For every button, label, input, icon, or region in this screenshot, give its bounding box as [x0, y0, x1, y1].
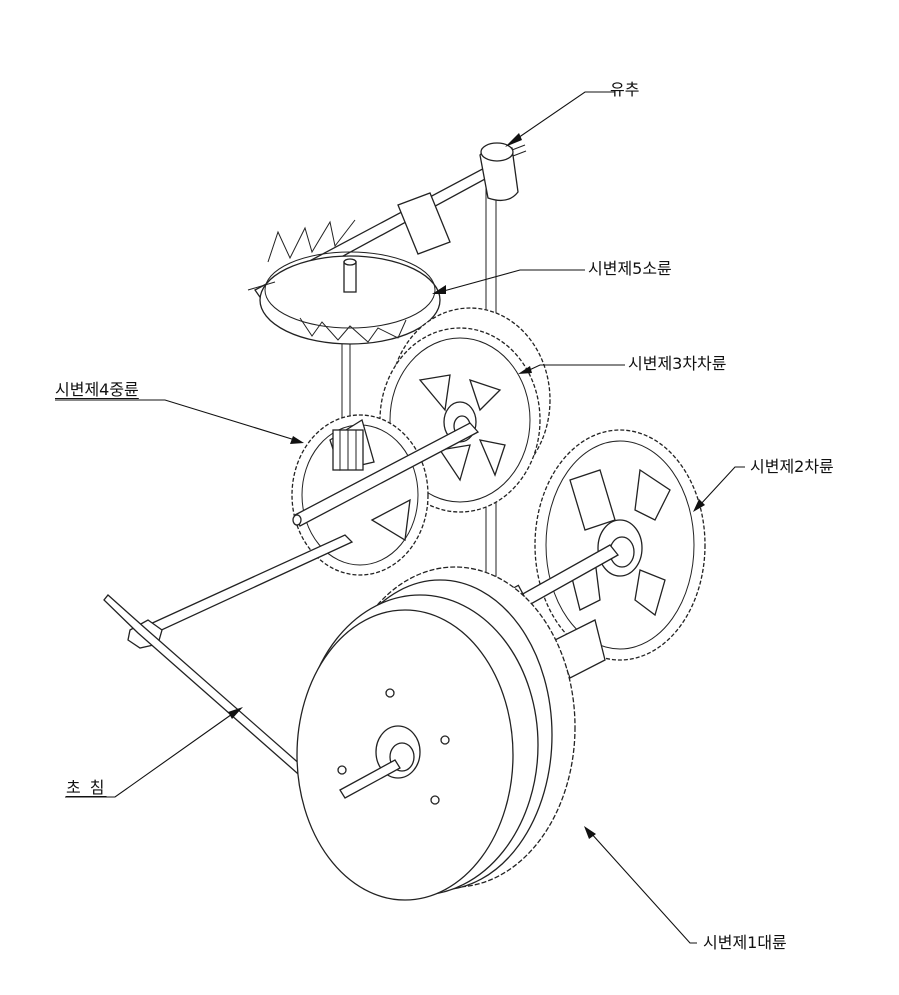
label-fifth-wheel: 시변제5소륜	[588, 259, 672, 278]
label-third-wheel: 시변제3차차륜	[628, 354, 727, 373]
label-first-wheel: 시변제1대륜	[703, 933, 787, 952]
second-wheel-2	[534, 429, 706, 661]
label-second-hand: 초 침	[66, 778, 107, 797]
label-second-wheel: 시변제2차륜	[750, 457, 834, 476]
upper-shaft	[292, 422, 480, 527]
leader-lines	[55, 91, 745, 944]
first-wheel-1	[296, 566, 576, 901]
label-pallet-shaft: 유추	[610, 80, 640, 99]
escape-wheel-5	[247, 219, 441, 345]
label-fourth-wheel: 시변제4중륜	[55, 380, 139, 399]
